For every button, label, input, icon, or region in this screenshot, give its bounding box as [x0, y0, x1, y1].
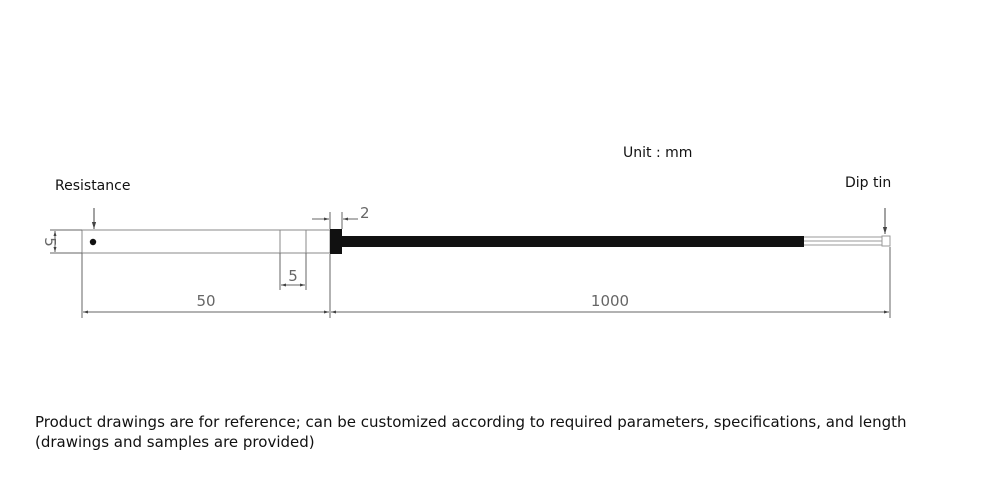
reference-note: Product drawings are for reference; can … — [35, 413, 907, 451]
probe-length-value: 50 — [196, 292, 215, 310]
probe-body — [81, 229, 331, 254]
unit-label: Unit : mm — [623, 145, 693, 161]
cable — [342, 236, 804, 247]
dip-tin-label: Dip tin — [845, 175, 892, 191]
sleeve-value: 2 — [360, 204, 370, 222]
resistance-label: Resistance — [55, 178, 131, 194]
diameter-value: 5 — [41, 237, 59, 247]
length-dimensions — [81, 247, 891, 318]
diameter-dimension — [50, 229, 82, 254]
groove-value: 5 — [288, 267, 298, 285]
sleeve — [330, 229, 342, 254]
groove-dimension — [279, 253, 307, 290]
sleeve-dimension — [312, 212, 358, 229]
cable-length-value: 1000 — [591, 292, 629, 310]
resistance-dot — [89, 238, 97, 246]
tinned-wires — [804, 235, 891, 247]
